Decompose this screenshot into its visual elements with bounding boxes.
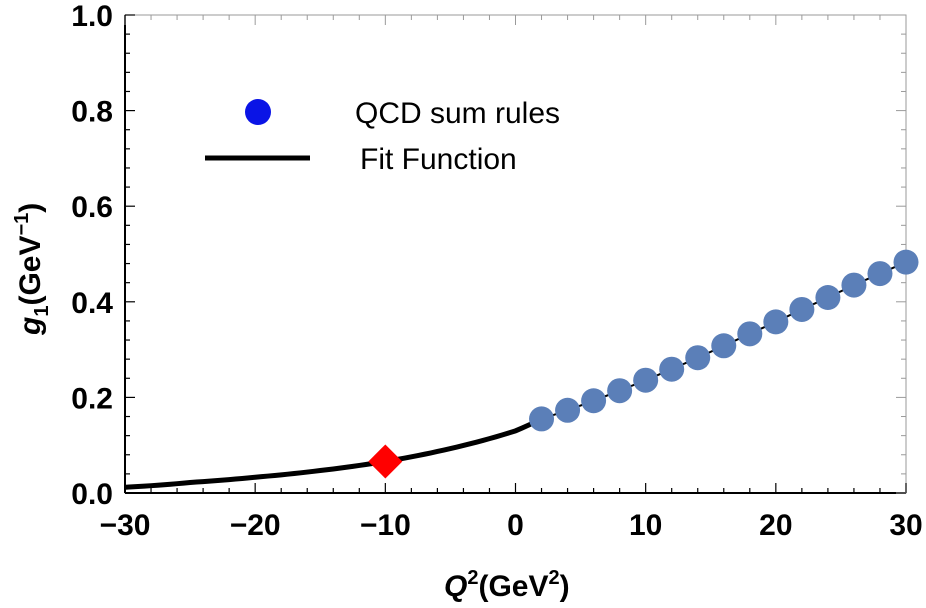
qcd-sum-rules-point bbox=[789, 296, 815, 322]
y-axis-label-unit-open: (GeV bbox=[14, 236, 47, 306]
x-axis-label-unit-sup: 2 bbox=[549, 567, 560, 589]
red-diamond-point bbox=[368, 444, 403, 479]
plot-frame bbox=[124, 14, 907, 494]
x-tick-label: −10 bbox=[360, 509, 411, 542]
y-tick-label: 0.0 bbox=[71, 478, 113, 511]
y-tick-label: 0.2 bbox=[71, 382, 113, 415]
qcd-sum-rules-point bbox=[659, 356, 685, 382]
x-axis-label: Q2(GeV2) bbox=[444, 567, 570, 603]
qcd-sum-rules-point bbox=[737, 321, 763, 347]
qcd-sum-rules-point bbox=[867, 261, 893, 287]
x-tick-label: −30 bbox=[100, 509, 151, 542]
x-tick-label: 20 bbox=[759, 509, 792, 542]
legend-label-qcd-sum-rules: QCD sum rules bbox=[355, 97, 560, 130]
qcd-sum-rules-point bbox=[815, 284, 841, 310]
x-axis-label-unit-open: (GeV bbox=[478, 570, 548, 603]
plot-border bbox=[124, 14, 907, 494]
legend-circle-marker bbox=[245, 99, 271, 125]
legend-label-fit-function: Fit Function bbox=[360, 143, 517, 176]
x-axis-label-unit-close: ) bbox=[560, 570, 570, 603]
x-axis-label-sup: 2 bbox=[467, 567, 478, 589]
y-axis-label: g1(GeV−1) bbox=[11, 203, 53, 336]
y-tick-label: 0.6 bbox=[71, 191, 113, 224]
qcd-sum-rules-point bbox=[581, 388, 607, 414]
x-tick-label: 30 bbox=[889, 509, 922, 542]
y-axis-label-main: g bbox=[14, 317, 47, 336]
y-axis-label-sub: 1 bbox=[31, 306, 53, 317]
x-tick-label: 10 bbox=[629, 509, 662, 542]
x-tick-label: −20 bbox=[230, 509, 281, 542]
y-tick-label: 0.4 bbox=[71, 287, 113, 320]
qcd-sum-rules-point bbox=[763, 309, 789, 335]
qcd-sum-rules-point bbox=[633, 367, 659, 393]
y-axis-label-unit-sup: −1 bbox=[11, 213, 33, 236]
qcd-sum-rules-point bbox=[841, 272, 867, 298]
x-axis-ticks: −30 −20 −10 0 10 20 30 bbox=[100, 15, 923, 542]
qcd-sum-rules-point bbox=[685, 345, 711, 371]
qcd-sum-rules-point bbox=[711, 333, 737, 359]
fit-function-series bbox=[124, 261, 907, 490]
x-axis-label-main: Q bbox=[444, 570, 467, 603]
legend: QCD sum rules Fit Function bbox=[205, 97, 560, 176]
qcd-sum-rules-point bbox=[529, 406, 555, 432]
qcd-sum-rules-point bbox=[607, 378, 633, 404]
y-tick-label: 1.0 bbox=[71, 0, 113, 33]
y-tick-label: 0.8 bbox=[71, 96, 113, 129]
fit-function-line bbox=[124, 416, 543, 490]
qcd-sum-rules-point bbox=[893, 249, 919, 275]
qcd-sum-rules-point bbox=[555, 397, 581, 423]
y-axis-label-unit-close: ) bbox=[14, 203, 47, 213]
highlight-point bbox=[368, 444, 403, 479]
y-axis-ticks: 0.0 0.2 0.4 0.6 0.8 1.0 bbox=[71, 0, 906, 511]
qcd-sum-rules-series bbox=[529, 249, 919, 432]
x-tick-label: 0 bbox=[507, 509, 524, 542]
